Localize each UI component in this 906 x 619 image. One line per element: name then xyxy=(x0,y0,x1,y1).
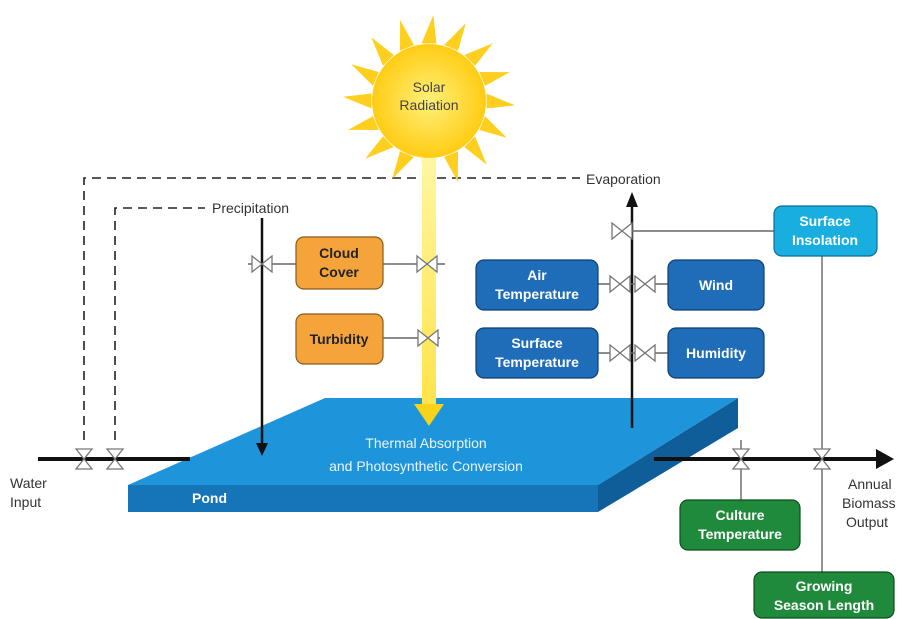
evaporation-label: Evaporation xyxy=(586,171,661,187)
culture-temperature-line1: Culture xyxy=(716,507,765,523)
valve-icon xyxy=(251,254,273,274)
output-line2: Biomass xyxy=(842,495,896,511)
surface-temperature-line1: Surface xyxy=(511,335,563,351)
valve-icon xyxy=(74,448,94,470)
pond-caption-line1: Thermal Absorption xyxy=(365,435,486,451)
sun-ray xyxy=(392,151,414,179)
solar-beam xyxy=(414,158,444,426)
sun-ray xyxy=(421,15,437,44)
precipitation-arrowhead-icon xyxy=(256,443,268,456)
box-humidity: Humidity xyxy=(667,327,765,379)
box-growing-season-length: Growing Season Length xyxy=(753,571,895,619)
valve-icon xyxy=(731,448,751,470)
sun-ray xyxy=(351,64,379,86)
cloud-cover-line2: Cover xyxy=(319,264,359,280)
output-arrow-icon xyxy=(876,449,894,469)
sun-ray xyxy=(400,20,414,51)
valve-icon xyxy=(609,343,631,363)
valve-icon xyxy=(634,343,656,363)
air-temperature-line2: Temperature xyxy=(495,286,579,302)
surface-insolation-line2: Insolation xyxy=(792,232,858,248)
pond: Thermal Absorption and Photosynthetic Co… xyxy=(128,398,738,512)
sun-ray xyxy=(479,116,507,138)
valve-icon xyxy=(634,274,656,294)
valve-icon xyxy=(611,221,633,241)
output-line3: Output xyxy=(846,514,888,530)
valves xyxy=(74,221,832,470)
sun-label-line2: Radiation xyxy=(399,97,458,113)
dashed-lines xyxy=(83,177,583,440)
sun-ray xyxy=(464,43,493,66)
box-surface-temperature: Surface Temperature xyxy=(475,327,599,379)
sun-ray xyxy=(365,136,394,159)
sun-ray xyxy=(348,116,379,130)
valve-icon xyxy=(416,254,438,274)
cloud-cover-line1: Cloud xyxy=(319,245,359,261)
valve-icon xyxy=(812,448,832,470)
box-surface-insolation: Surface Insolation xyxy=(773,205,878,257)
culture-temperature-line2: Temperature xyxy=(698,526,782,542)
sun-ray xyxy=(479,72,510,86)
valve-icon xyxy=(105,448,125,470)
growing-season-line2: Season Length xyxy=(774,597,874,613)
growing-season-line1: Growing xyxy=(796,578,853,594)
output-line1: Annual xyxy=(848,476,892,492)
box-turbidity: Turbidity xyxy=(295,313,384,365)
pond-name: Pond xyxy=(192,490,227,506)
sun-ray xyxy=(343,93,372,109)
pond-caption-line2: and Photosynthetic Conversion xyxy=(329,458,523,474)
surface-insolation-line1: Surface xyxy=(799,213,851,229)
sun-ray xyxy=(371,37,394,66)
box-culture-temperature: Culture Temperature xyxy=(679,499,801,551)
surface-temperature-line2: Temperature xyxy=(495,354,579,370)
valve-icon xyxy=(417,328,439,348)
precipitation-label: Precipitation xyxy=(212,200,289,216)
sun-ray xyxy=(444,23,466,51)
sun-ray xyxy=(464,136,487,165)
box-cloud-cover: Cloud Cover xyxy=(295,236,384,290)
sun-rays-icon xyxy=(343,15,515,187)
water-input-line1: Water xyxy=(10,475,47,491)
sun-ray xyxy=(486,93,515,109)
evaporation-arrowhead-icon xyxy=(626,192,638,207)
sun-ray xyxy=(444,151,458,182)
air-temperature-line1: Air xyxy=(527,267,547,283)
box-air-temperature: Air Temperature xyxy=(475,259,599,311)
sun: Solar Radiation xyxy=(343,15,515,187)
sun-label-line1: Solar xyxy=(413,79,446,95)
sun-disc-icon xyxy=(372,44,486,158)
water-input-line2: Input xyxy=(10,494,41,510)
wind-line1: Wind xyxy=(699,277,733,293)
valve-icon xyxy=(609,274,631,294)
turbidity-line1: Turbidity xyxy=(310,331,369,347)
box-wind: Wind xyxy=(667,259,765,311)
humidity-line1: Humidity xyxy=(686,345,746,361)
flow-labels: Evaporation Precipitation Water Input An… xyxy=(10,168,896,530)
